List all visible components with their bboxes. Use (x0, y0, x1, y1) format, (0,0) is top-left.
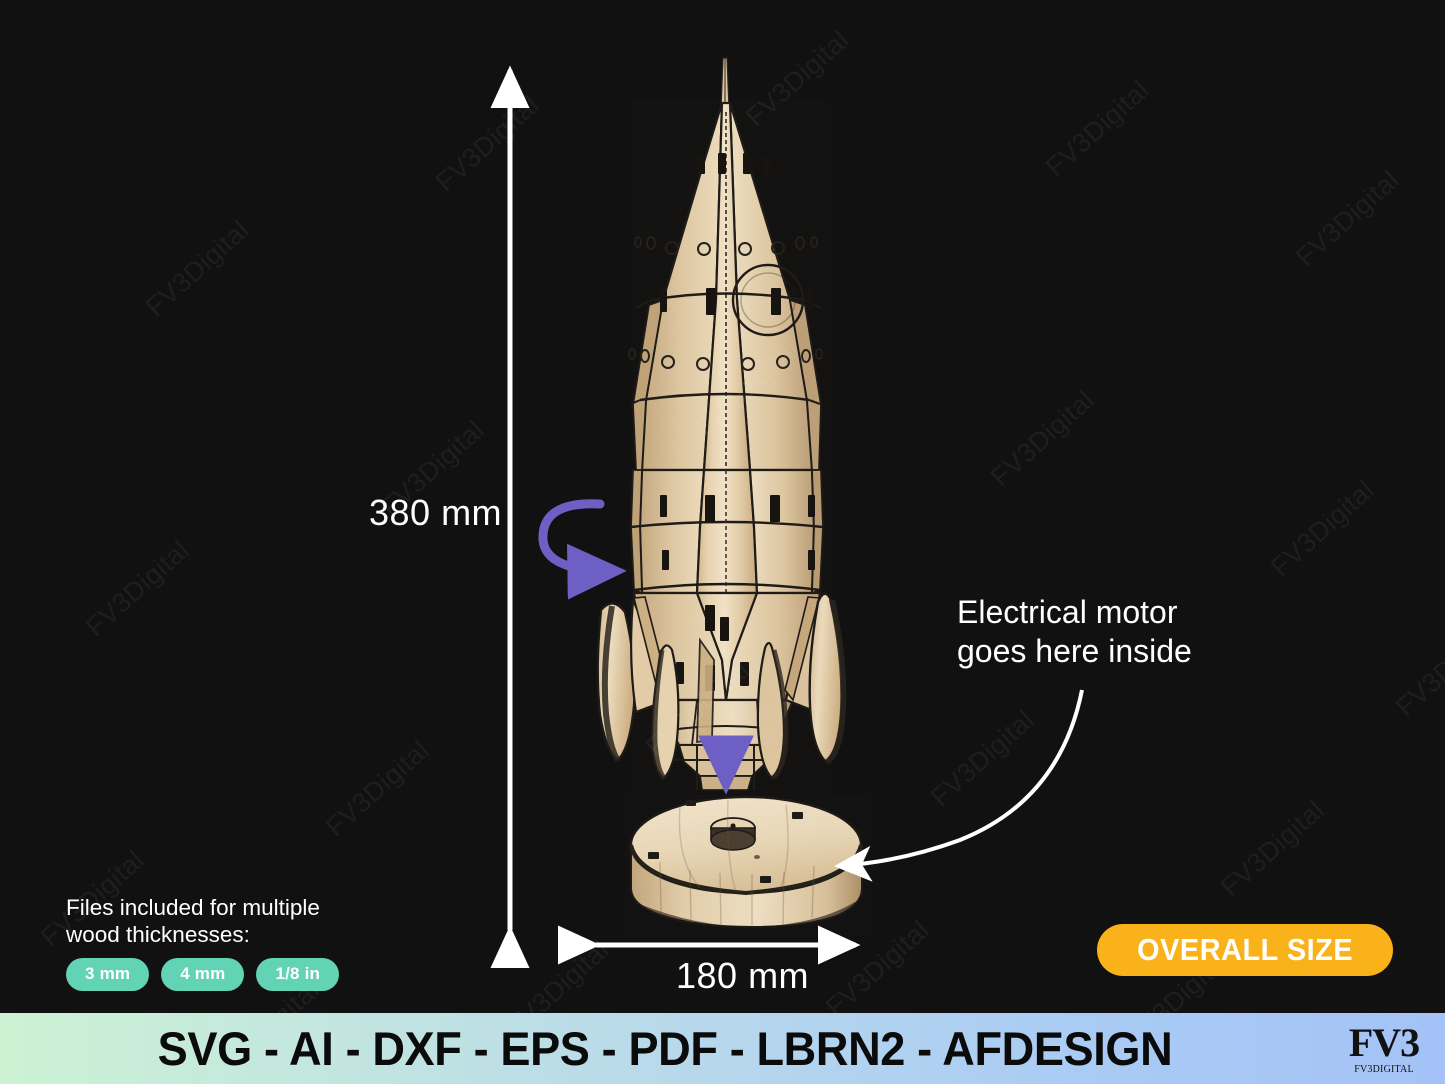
rocket-body (596, 57, 847, 800)
motor-callout-arrow (834, 689, 1084, 882)
rocket-fin-right (808, 592, 847, 765)
motor-callout-text: Electrical motor goes here inside (957, 593, 1192, 671)
dimension-height-label: 380 mm (369, 492, 503, 533)
assembly-rotate-arrow (538, 499, 627, 600)
wood-thickness-badges: 3 mm 4 mm 1/8 in (66, 958, 340, 991)
thickness-badge-3mm: 3 mm (66, 958, 150, 991)
brand-logo-mark: FV3 (1348, 1020, 1420, 1065)
thickness-badge-eighth-inch: 1/8 in (256, 958, 340, 991)
brand-logo-subtitle: FV3DIGITAL (1354, 1064, 1414, 1075)
motor-callout-line2: goes here inside (957, 633, 1192, 669)
brand-logo: FV3 FV3DIGITAL (1336, 1019, 1432, 1079)
motor-callout-line1: Electrical motor (957, 594, 1178, 630)
dimension-width-label: 180 mm (676, 955, 810, 996)
footer-file-formats: SVG - AI - DXF - EPS - PDF - LBRN2 - AFD… (157, 1022, 1173, 1075)
thickness-badge-4mm: 4 mm (161, 958, 245, 991)
wood-thickness-block: Files included for multiple wood thickne… (66, 894, 340, 991)
wood-thickness-caption: Files included for multiple wood thickne… (66, 895, 320, 947)
rocket-base-stand (625, 795, 870, 935)
overall-size-badge: OVERALL SIZE (1097, 924, 1393, 976)
rocket-fin-left (596, 602, 636, 762)
overall-size-label: OVERALL SIZE (1136, 932, 1354, 967)
footer-bar: SVG - AI - DXF - EPS - PDF - LBRN2 - AFD… (0, 1013, 1445, 1084)
